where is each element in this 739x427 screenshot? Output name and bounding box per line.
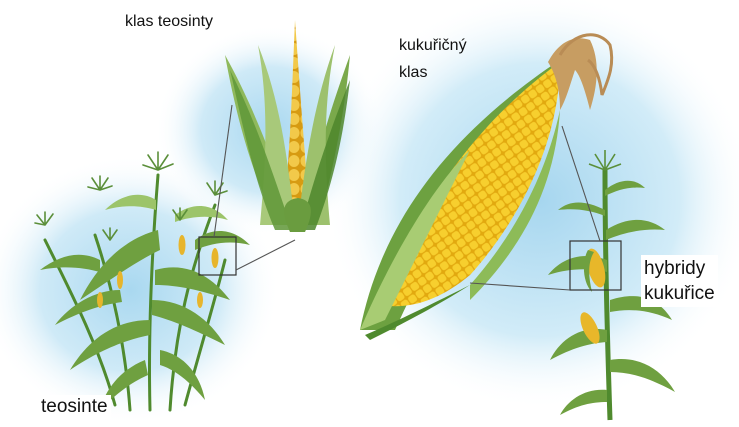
label-maize-hybrids-line1: hybridy xyxy=(644,256,715,281)
label-maize-ear-line1: kukuřičný xyxy=(399,32,467,59)
label-maize-hybrids: hybridy kukuřice xyxy=(641,255,718,307)
label-teosinte-ear: klas teosinty xyxy=(122,12,216,32)
label-maize-ear-line2: klas xyxy=(399,59,467,86)
label-maize-ear: kukuřičný klas xyxy=(399,32,467,86)
label-teosinte-plant: teosinte xyxy=(38,395,111,419)
label-maize-hybrids-line2: kukuřice xyxy=(644,281,715,306)
